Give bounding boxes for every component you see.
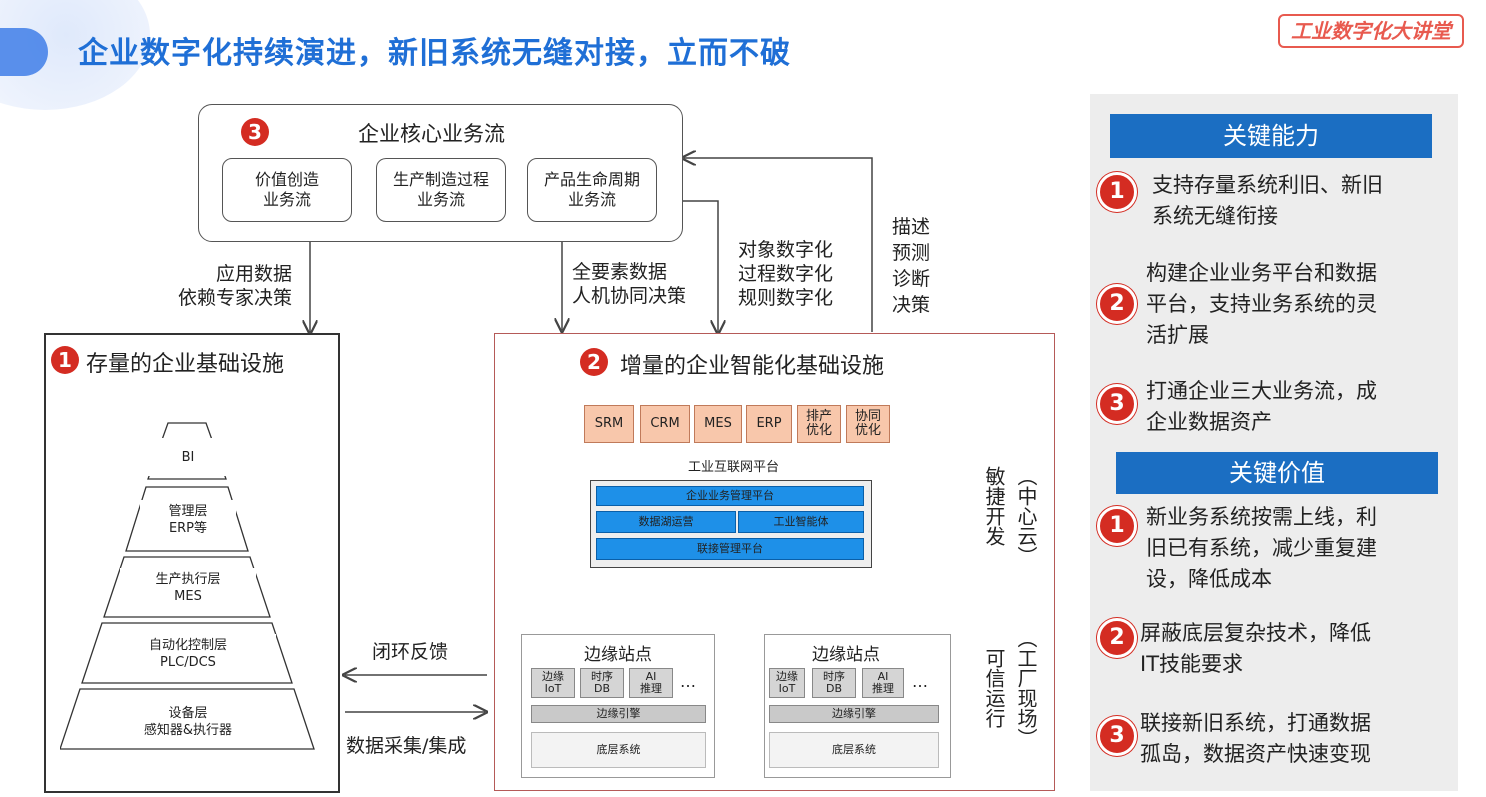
edge2-base: 底层系统 <box>769 732 939 768</box>
app-erp: ERP <box>746 405 792 443</box>
app-scheduling: 排产 优化 <box>797 405 841 443</box>
pyramid-execution: 生产执行层 MES <box>120 568 256 608</box>
label-app-data: 应用数据 依赖专家决策 <box>177 263 292 309</box>
platform-datalake: 数据湖运营 <box>596 511 736 533</box>
platform-title: 工业互联网平台 <box>688 460 780 475</box>
app-crm: CRM <box>640 405 690 443</box>
value-2-badge: 2 <box>1097 618 1137 658</box>
label-all-element-data: 全要素数据 人机协同决策 <box>572 261 687 307</box>
label-analytics: 描述 预测 诊断 决策 <box>892 216 931 316</box>
pyramid-automation: 自动化控制层 PLC/DCS <box>100 634 276 674</box>
app-srm: SRM <box>584 405 634 443</box>
capability-3-badge: 3 <box>1097 384 1137 424</box>
edge-site-1-title: 边缘站点 <box>584 645 652 665</box>
edge2-ai: AI 推理 <box>862 668 904 698</box>
edge2-tsdb: 时序 DB <box>812 668 856 698</box>
core-title: 企业核心业务流 <box>358 122 505 146</box>
pyramid-management: 管理层 ERP等 <box>140 500 236 540</box>
new-infra-title: 增量的企业智能化基础设施 <box>620 354 885 379</box>
platform-ai-agent: 工业智能体 <box>738 511 864 533</box>
flow-value-creation: 价值创造 业务流 <box>222 158 352 222</box>
core-badge: 3 <box>241 118 269 146</box>
edge2-ellipsis: … <box>912 672 928 691</box>
label-center-cloud: （中心云） <box>1014 466 1038 566</box>
pyramid-device: 设备层 感知器&执行器 <box>80 702 296 742</box>
edge2-engine: 边缘引擎 <box>769 705 939 723</box>
flow-manufacturing: 生产制造过程 业务流 <box>376 158 506 222</box>
arrow-analytics-feedback <box>684 158 873 332</box>
value-2-text: 屏蔽底层复杂技术，降低 IT技能要求 <box>1140 621 1371 676</box>
label-closed-loop: 闭环反馈 <box>372 641 449 663</box>
brand-logo: 工业数字化大讲堂 <box>1278 14 1464 48</box>
value-1-text: 新业务系统按需上线，利 旧已有系统，减少重复建 设，降低成本 <box>1146 505 1377 591</box>
legacy-badge: 1 <box>51 346 79 374</box>
arrow-digitize <box>682 200 718 332</box>
edge-site-2-title: 边缘站点 <box>812 645 880 665</box>
capability-1-text: 支持存量系统利旧、新旧 系统无缝衔接 <box>1152 173 1383 228</box>
label-digitization: 对象数字化 过程数字化 规则数字化 <box>738 239 834 309</box>
edge1-iot: 边缘 IoT <box>531 668 575 698</box>
edge1-ai: AI 推理 <box>629 668 673 698</box>
capability-2-badge: 2 <box>1097 284 1137 324</box>
app-mes: MES <box>694 405 742 443</box>
label-agile-dev: 敏捷开发 <box>982 466 1006 546</box>
value-3-text: 联接新旧系统，打通数据 孤岛，数据资产快速变现 <box>1140 711 1371 766</box>
platform-business-mgmt: 企业业务管理平台 <box>596 486 864 506</box>
page-title: 企业数字化持续演进，新旧系统无缝对接，立而不破 <box>78 36 791 71</box>
edge1-base: 底层系统 <box>531 732 706 768</box>
capabilities-header: 关键能力 <box>1110 114 1432 158</box>
value-1-badge: 1 <box>1097 506 1137 546</box>
edge1-ellipsis: … <box>680 672 696 691</box>
capability-3-text: 打通企业三大业务流，成 企业数据资产 <box>1146 379 1377 434</box>
flow-product-lifecycle: 产品生命周期 业务流 <box>527 158 657 222</box>
value-3-badge: 3 <box>1097 716 1137 756</box>
platform-connect-mgmt: 联接管理平台 <box>596 538 864 560</box>
pyramid-bi: BI <box>148 438 228 476</box>
capability-1-badge: 1 <box>1097 172 1137 212</box>
edge1-tsdb: 时序 DB <box>580 668 624 698</box>
label-data-collection: 数据采集/集成 <box>346 735 467 757</box>
header-accent-tab <box>0 28 48 76</box>
edge1-engine: 边缘引擎 <box>531 705 706 723</box>
new-infra-badge: 2 <box>580 348 608 376</box>
legacy-title: 存量的企业基础设施 <box>86 352 285 377</box>
label-factory-site: （工厂现场） <box>1014 628 1038 748</box>
values-header: 关键价值 <box>1116 452 1438 494</box>
capability-2-text: 构建企业业务平台和数据 平台，支持业务系统的灵 活扩展 <box>1146 261 1377 347</box>
edge2-iot: 边缘 IoT <box>769 668 805 698</box>
app-collaboration: 协同 优化 <box>846 405 890 443</box>
label-trusted-run: 可信运行 <box>982 648 1006 728</box>
key-points-panel <box>1090 94 1458 791</box>
